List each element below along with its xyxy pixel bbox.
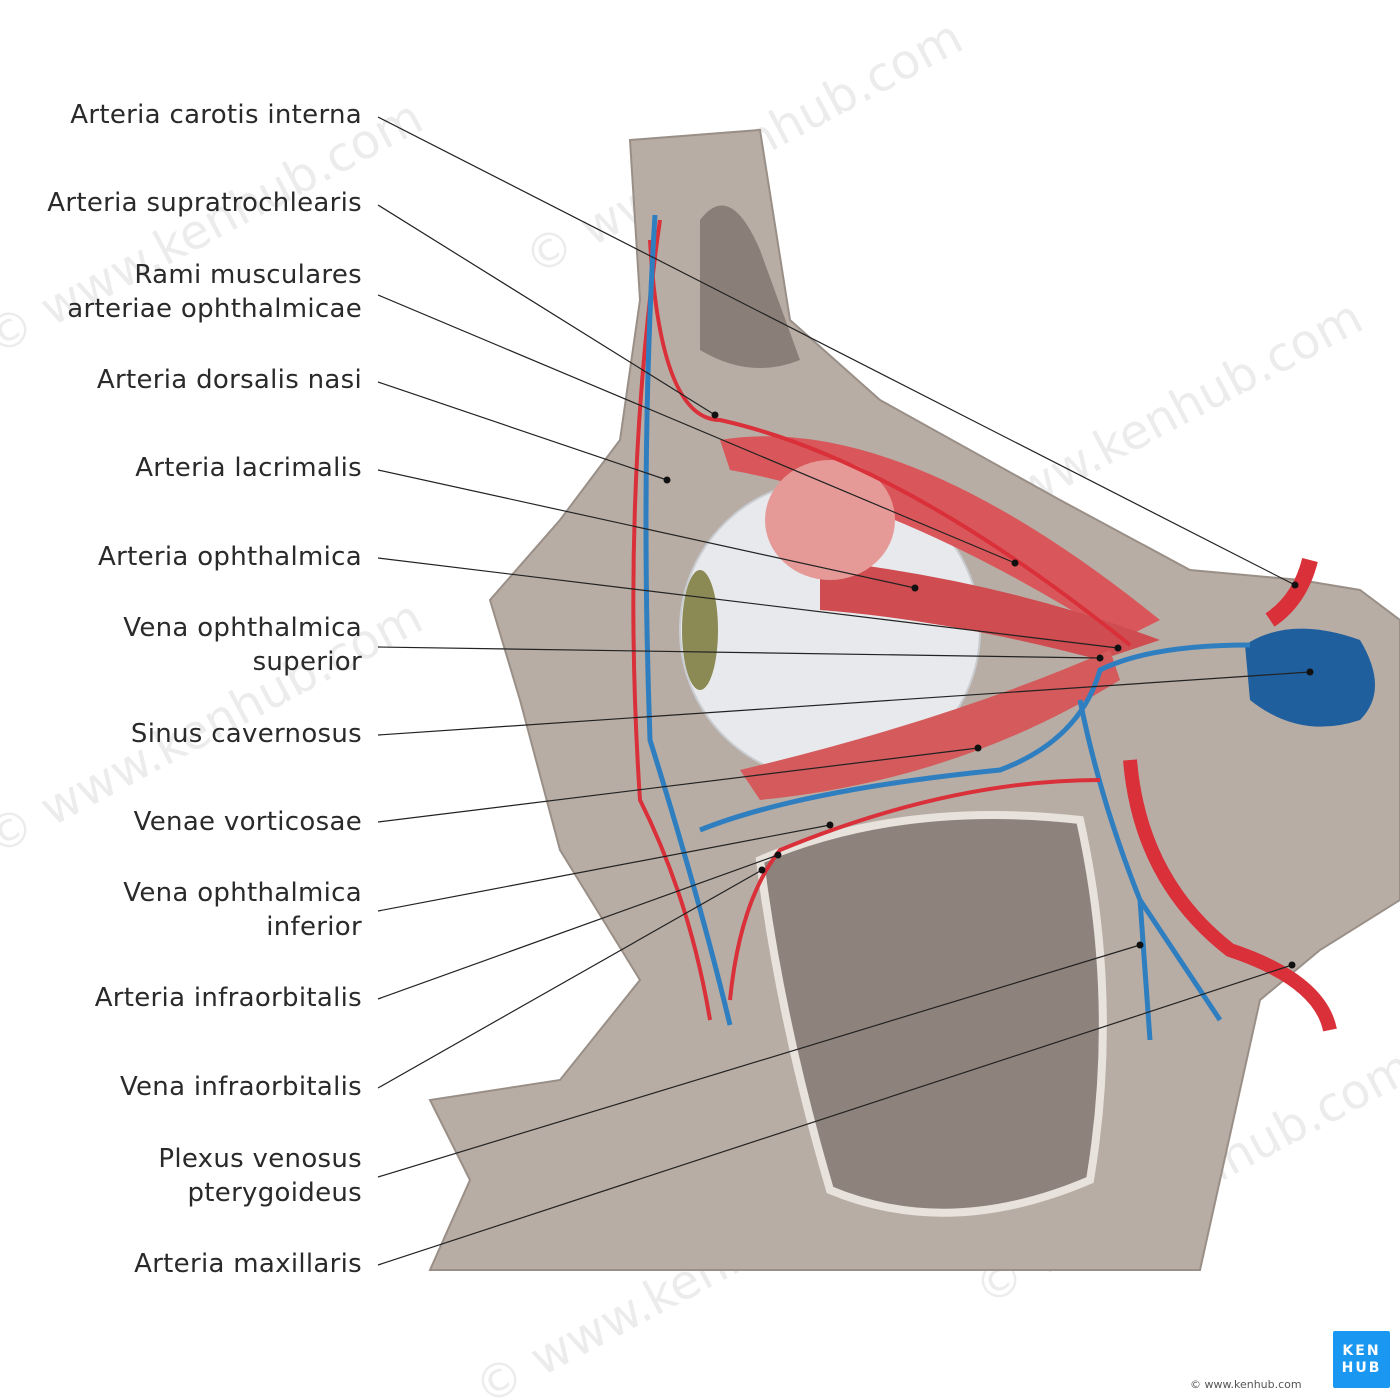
cavernous-sinus bbox=[1245, 628, 1375, 727]
label-text: Vena ophthalmica bbox=[123, 878, 362, 908]
label-vena-ophthalmica-superior: Vena ophthalmica superior bbox=[123, 611, 362, 679]
frontal-sinus bbox=[700, 205, 800, 368]
leader-line-arteria-carotis-interna bbox=[377, 116, 1296, 586]
leader-line-vena-ophthalmica-inferior bbox=[377, 824, 831, 912]
label-text: Arteria supratrochlearis bbox=[47, 188, 362, 218]
leader-dot-arteria-maxillaris bbox=[1288, 961, 1296, 969]
maxillary-sinus bbox=[755, 811, 1107, 1217]
ophthalmic-artery bbox=[648, 239, 1132, 647]
label-venae-vorticosae: Venae vorticosae bbox=[134, 805, 362, 839]
label-rami-musculares: Rami musculares arteriae ophthalmicae bbox=[67, 258, 362, 326]
leader-dot-arteria-ophthalmica bbox=[1114, 644, 1122, 652]
leader-dot-rami-musculares bbox=[1011, 559, 1019, 567]
label-text: pterygoideus bbox=[187, 1178, 362, 1208]
label-text: Arteria lacrimalis bbox=[135, 453, 362, 483]
leader-dot-vena-ophthalmica-superior bbox=[1096, 654, 1104, 662]
label-text: Rami musculares bbox=[134, 260, 362, 290]
leader-line-arteria-supratrochlearis bbox=[377, 204, 716, 416]
leader-dot-vena-infraorbitalis bbox=[758, 866, 766, 874]
label-text: Sinus cavernosus bbox=[130, 719, 362, 749]
leader-dot-arteria-supratrochlearis bbox=[711, 411, 719, 419]
leader-line-arteria-dorsalis-nasi bbox=[377, 381, 668, 481]
leader-dot-vena-ophthalmica-inferior bbox=[826, 821, 834, 829]
extraocular-muscle-inferior bbox=[740, 650, 1120, 800]
leader-line-plexus-venosus-pterygoideus bbox=[377, 944, 1141, 1178]
maxillary-artery bbox=[1123, 759, 1337, 1032]
label-text: arteriae ophthalmicae bbox=[67, 294, 362, 324]
facial-vein bbox=[643, 214, 733, 1026]
leader-dot-arteria-carotis-interna bbox=[1291, 581, 1299, 589]
kenhub-logo[interactable]: KEN HUB bbox=[1333, 1331, 1390, 1388]
label-text: Arteria ophthalmica bbox=[98, 542, 362, 572]
label-text: Vena infraorbitalis bbox=[119, 1072, 362, 1102]
leader-dot-arteria-lacrimalis bbox=[911, 584, 919, 592]
label-text: Arteria dorsalis nasi bbox=[96, 365, 362, 395]
leader-line-vena-infraorbitalis bbox=[377, 869, 763, 1089]
label-vena-ophthalmica-inferior: Vena ophthalmica inferior bbox=[123, 876, 362, 944]
label-text: superior bbox=[252, 647, 362, 677]
label-arteria-carotis-interna: Arteria carotis interna bbox=[70, 98, 362, 132]
iris bbox=[682, 570, 718, 690]
infraorbital-artery bbox=[728, 778, 1101, 1001]
label-arteria-dorsalis-nasi: Arteria dorsalis nasi bbox=[97, 363, 362, 397]
leader-dot-venae-vorticosae bbox=[974, 744, 982, 752]
pterygoid-plexus bbox=[1077, 699, 1223, 1041]
label-arteria-lacrimalis: Arteria lacrimalis bbox=[135, 451, 362, 485]
leader-line-vena-ophthalmica-superior bbox=[377, 646, 1101, 659]
label-text: Arteria infraorbitalis bbox=[94, 983, 362, 1013]
label-text: Vena ophthalmica bbox=[123, 613, 362, 643]
label-sinus-cavernosus: Sinus cavernosus bbox=[131, 717, 362, 751]
logo-text: KEN bbox=[1342, 1343, 1381, 1359]
label-arteria-maxillaris: Arteria maxillaris bbox=[134, 1247, 362, 1281]
label-arteria-supratrochlearis: Arteria supratrochlearis bbox=[47, 186, 362, 220]
leader-dot-arteria-infraorbitalis bbox=[774, 851, 782, 859]
copyright: © www.kenhub.com bbox=[1190, 1378, 1302, 1391]
extraocular-muscle-lateral bbox=[820, 560, 1160, 660]
leader-line-arteria-infraorbitalis bbox=[377, 854, 779, 1000]
facial-artery bbox=[631, 219, 712, 1021]
superior-ophthalmic-vein bbox=[699, 642, 1251, 833]
label-plexus-venosus-pterygoideus: Plexus venosus pterygoideus bbox=[158, 1142, 362, 1210]
logo-text: HUB bbox=[1341, 1360, 1382, 1376]
leader-dot-plexus-venosus-pterygoideus bbox=[1136, 941, 1144, 949]
label-text: Arteria carotis interna bbox=[70, 100, 362, 130]
label-arteria-infraorbitalis: Arteria infraorbitalis bbox=[95, 981, 362, 1015]
lacrimal-gland bbox=[765, 460, 895, 580]
leader-line-arteria-ophthalmica bbox=[377, 557, 1119, 649]
leader-line-rami-musculares bbox=[377, 294, 1016, 564]
leader-line-arteria-maxillaris bbox=[377, 964, 1293, 1266]
label-vena-infraorbitalis: Vena infraorbitalis bbox=[120, 1070, 362, 1104]
label-text: Arteria maxillaris bbox=[134, 1249, 362, 1279]
label-text: inferior bbox=[266, 912, 362, 942]
leader-dot-arteria-dorsalis-nasi bbox=[663, 476, 671, 484]
leader-line-sinus-cavernosus bbox=[377, 671, 1311, 736]
label-text: Plexus venosus bbox=[158, 1144, 362, 1174]
leader-line-venae-vorticosae bbox=[377, 747, 979, 823]
label-arteria-ophthalmica: Arteria ophthalmica bbox=[98, 540, 362, 574]
leader-line-arteria-lacrimalis bbox=[377, 469, 916, 589]
leader-dot-sinus-cavernosus bbox=[1306, 668, 1314, 676]
leader-lines bbox=[377, 116, 1314, 1266]
internal-carotid-artery bbox=[1265, 557, 1318, 627]
label-text: Venae vorticosae bbox=[133, 807, 362, 837]
